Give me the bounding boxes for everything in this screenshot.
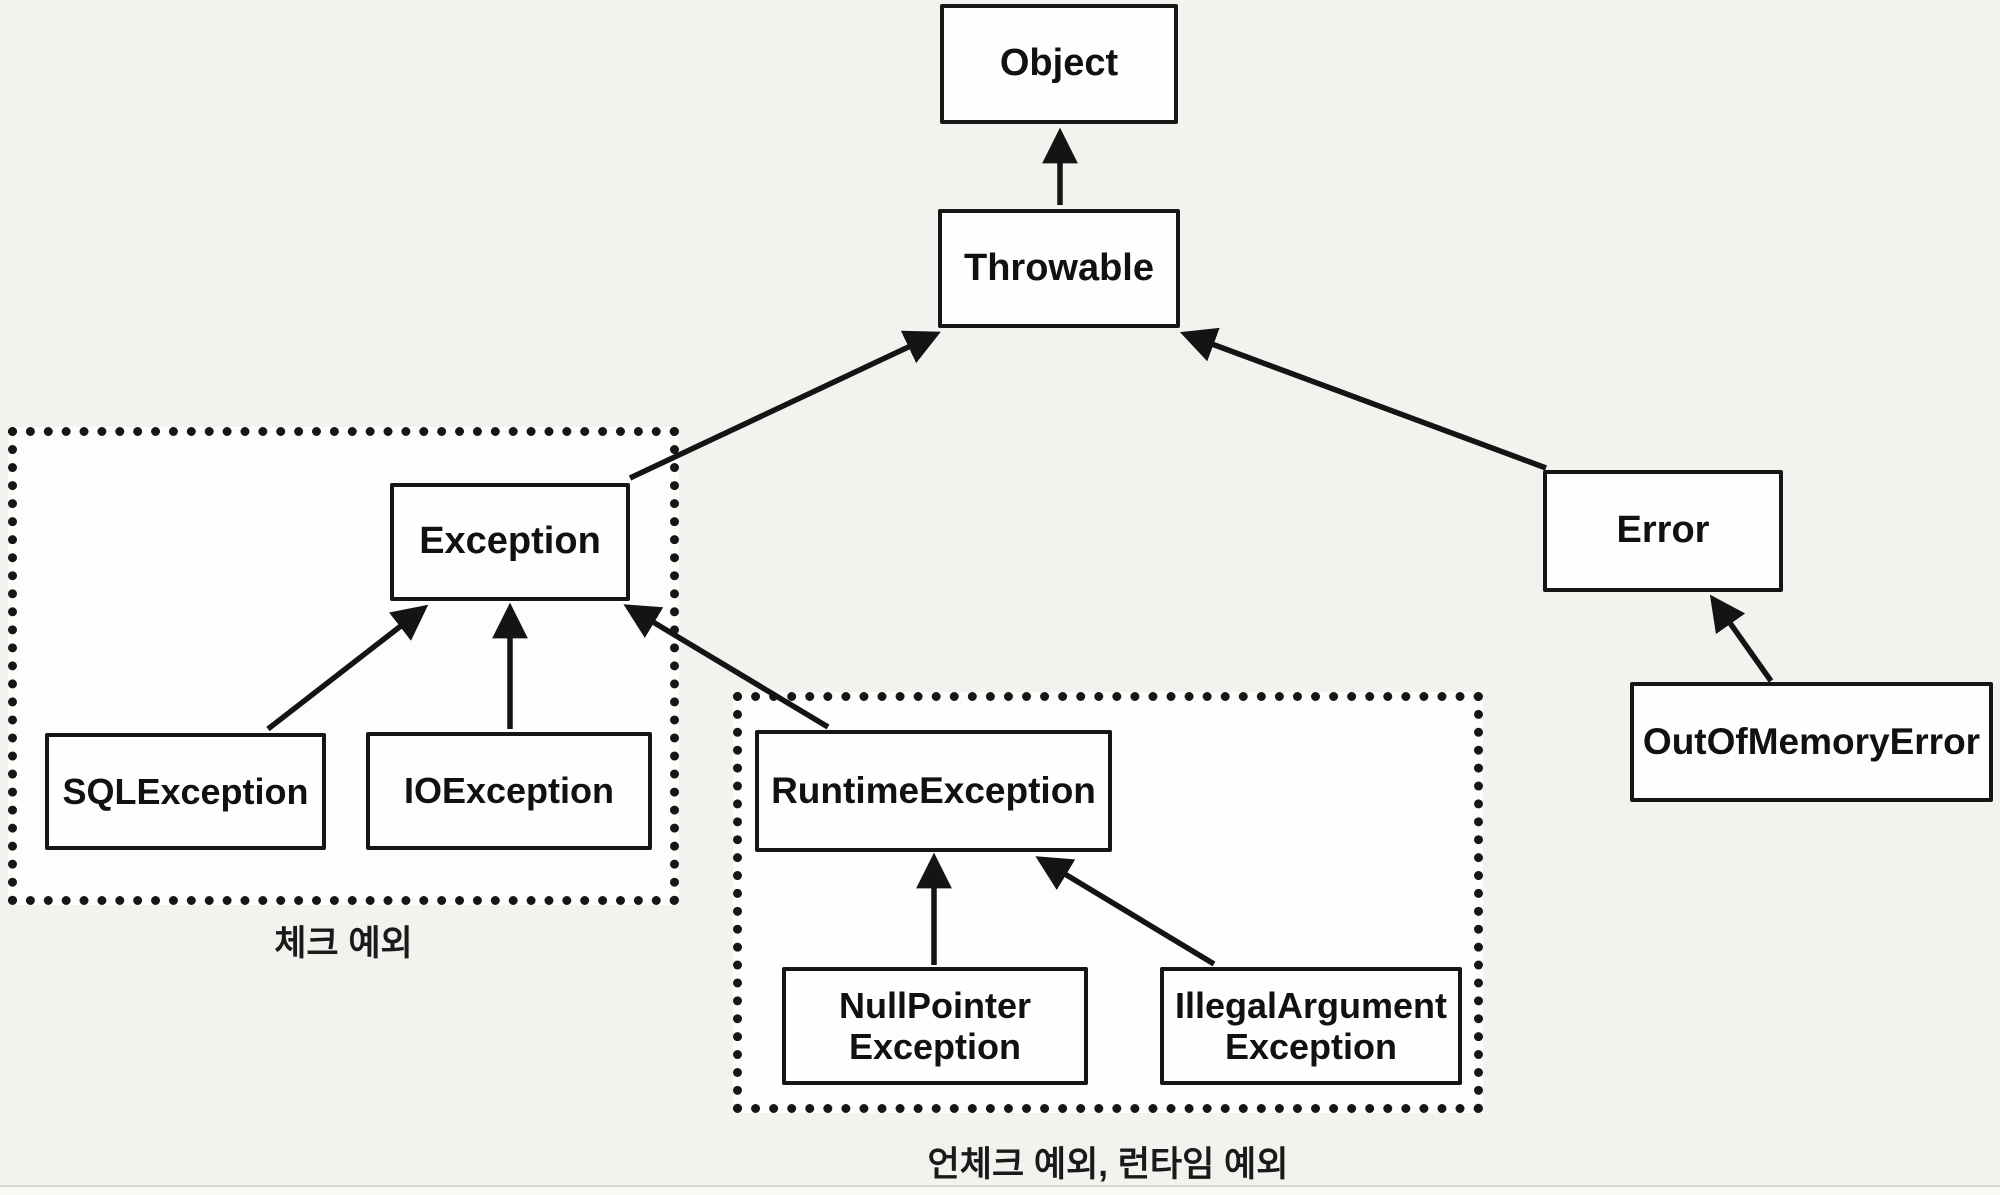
class-box-object: Object: [940, 4, 1178, 124]
class-box-throwable: Throwable: [938, 209, 1180, 328]
class-box-runtime-exception: RuntimeException: [755, 730, 1112, 852]
checked-exception-group-label: 체크 예외: [274, 924, 413, 963]
class-box-exception: Exception: [390, 483, 630, 601]
unchecked-exception-group-label: 언체크 예외, 런타임 예외: [927, 1145, 1289, 1184]
arrow-runtimeexception-to-exception: [623, 604, 830, 730]
class-box-io-exception: IOException: [366, 732, 652, 850]
arrow-illegalargument-to-runtimeexception: [1035, 856, 1216, 967]
bottom-edge-strip: [0, 1185, 2000, 1195]
arrow-error-to-throwable: [1179, 327, 1547, 471]
arrow-sqlexception-to-exception: [266, 604, 429, 732]
class-box-null-pointer-exception: NullPointer Exception: [782, 967, 1088, 1085]
class-box-out-of-memory-error: OutOfMemoryError: [1630, 682, 1993, 802]
arrow-outofmemoryerror-to-error: [1709, 594, 1774, 683]
arrow-exception-to-throwable: [628, 330, 941, 481]
class-box-error: Error: [1543, 470, 1783, 592]
class-box-illegal-argument-exception: IllegalArgument Exception: [1160, 967, 1462, 1085]
class-box-sql-exception: SQLException: [45, 733, 326, 850]
